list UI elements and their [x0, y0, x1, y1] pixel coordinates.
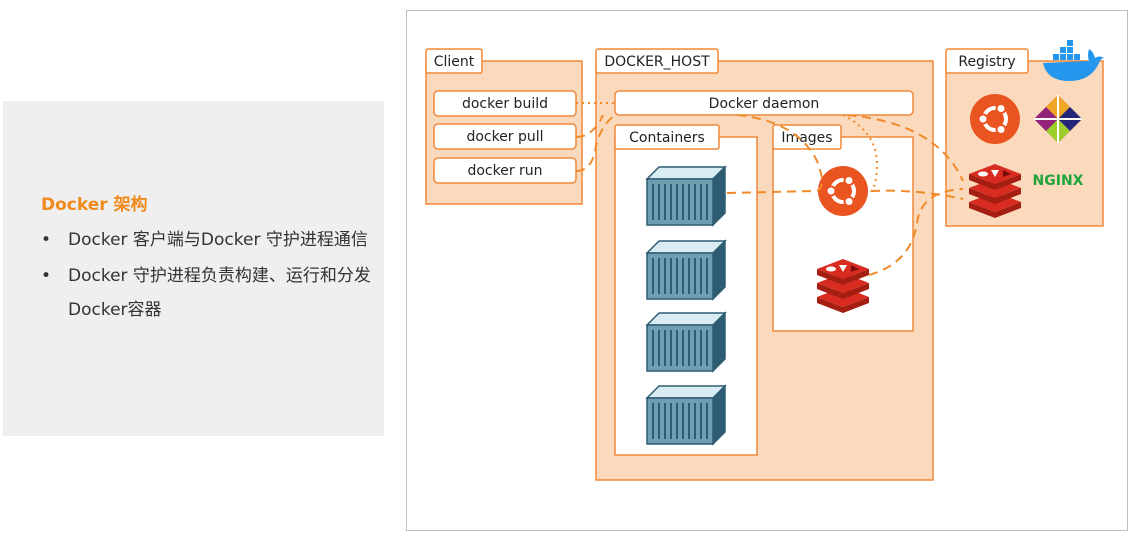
build-to-image-line: [842, 114, 879, 194]
images-title: Images: [781, 130, 832, 146]
docker-architecture-diagram: Client docker build docker pull docker r…: [406, 10, 1128, 531]
daemon-to-registry-line: [846, 114, 964, 182]
images-title-box: [772, 124, 842, 150]
containers-title-box: [614, 124, 720, 150]
docker-host-title: DOCKER_HOST: [604, 54, 710, 70]
centos-icon: [1034, 95, 1082, 143]
client-title: Client: [434, 54, 475, 70]
run-flow-line: [575, 114, 616, 172]
nginx-logo: NGINX: [1033, 173, 1084, 189]
notes-bullet-text: Docker 守护进程负责构建、运行和分发Docker容器: [68, 266, 371, 320]
redis-image-icon: [817, 259, 869, 313]
notes-panel: Docker 架构 • Docker 客户端与Docker 守护进程通信 • Doc…: [3, 101, 384, 436]
docker-daemon-label: Docker daemon: [709, 96, 820, 112]
ubuntu-image-icon: [816, 164, 870, 218]
docker-host-title-box: [595, 48, 719, 74]
diagram-canvas: Client docker build docker pull docker r…: [425, 40, 1104, 481]
registry-title-box: [945, 48, 1029, 74]
docker-pull-label: docker pull: [466, 129, 543, 145]
container-icon: [646, 240, 726, 300]
registry-title: Registry: [958, 54, 1015, 70]
docker-daemon-box: [614, 90, 914, 116]
notes-list: • Docker 客户端与Docker 守护进程通信 • Docker 守护进程负责…: [41, 223, 371, 329]
bullet-icon: •: [41, 230, 52, 250]
nginx-logo-text: NGINX: [1033, 173, 1084, 189]
notes-bullet: • Docker 守护进程负责构建、运行和分发Docker容器: [41, 259, 371, 327]
daemon-to-image-line: [736, 114, 823, 192]
notes-bullet-text: Docker 客户端与Docker 守护进程通信: [68, 230, 368, 250]
container-icon: [646, 166, 726, 226]
client-title-box: [425, 48, 483, 74]
container-icon: [646, 312, 726, 372]
ubuntu-registry-icon: [968, 92, 1022, 146]
registry-region: [945, 60, 1104, 227]
container-icon: [646, 385, 726, 445]
docker-whale-icon: [1043, 40, 1104, 81]
bullet-icon: •: [41, 266, 52, 286]
containers-title: Containers: [629, 130, 705, 146]
notes-title: Docker 架构: [41, 195, 148, 215]
registry-to-redis-line: [868, 188, 964, 276]
pull-flow-line: [575, 114, 604, 138]
registry-to-ubuntu-line: [870, 189, 964, 200]
docker-run-label: docker run: [467, 163, 542, 179]
docker-build-label: docker build: [462, 96, 548, 112]
notes-bullet: • Docker 客户端与Docker 守护进程通信: [41, 223, 371, 257]
redis-registry-icon: [969, 164, 1021, 218]
